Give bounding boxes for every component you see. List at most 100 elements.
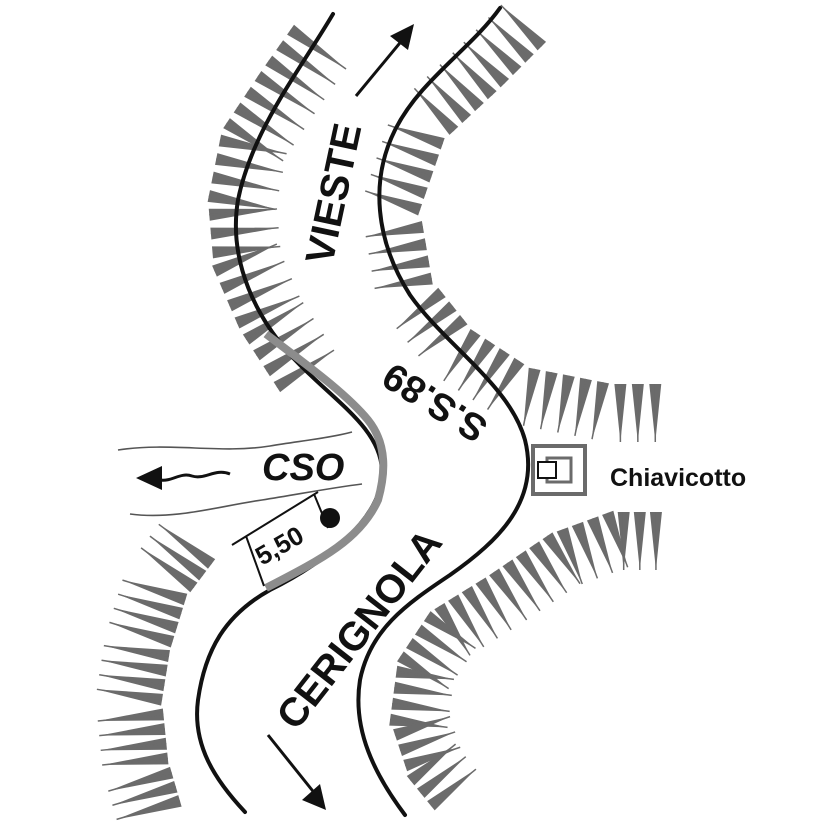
hatch-spike (116, 795, 182, 820)
hatch-line (365, 226, 424, 238)
hatch-line (486, 360, 520, 410)
hatch-line (418, 319, 465, 357)
hatch-line (290, 29, 347, 70)
hatch-line (108, 771, 172, 792)
hatch-spike (210, 227, 279, 240)
hatch-line (394, 686, 452, 697)
hatch-line (376, 157, 432, 178)
hatch-spike (523, 367, 541, 426)
hatch-spike (557, 374, 575, 433)
hatch-line (229, 278, 293, 307)
hatch-line (221, 260, 285, 290)
hatch-line (394, 715, 451, 736)
hatch-line (430, 768, 477, 807)
hatch-spike (574, 377, 592, 436)
hatch-line (99, 674, 165, 686)
embankment-hatch-right-lower (389, 510, 662, 811)
hatch-line (371, 260, 429, 272)
hatch-line (149, 535, 204, 577)
hatch-line (557, 375, 570, 433)
hatch-spike (387, 124, 445, 150)
hatch-spike (376, 157, 434, 183)
hatch-line (122, 579, 186, 601)
hatch-line (112, 786, 177, 806)
hatch-line (210, 227, 279, 235)
hatch-spike (109, 622, 175, 648)
hatch-line (396, 291, 443, 330)
hatch-line (410, 743, 457, 782)
hatch-spike (112, 781, 178, 806)
hatch-line (116, 800, 181, 821)
hatch-line (452, 597, 485, 648)
hatch-spike (602, 510, 628, 568)
hatch-line (279, 44, 336, 86)
hatch-line (268, 59, 325, 101)
hatch-spike (556, 527, 583, 584)
embankment-hatch-left-upper (207, 24, 347, 393)
hatch-spike (99, 723, 166, 736)
hatch-spike (122, 580, 188, 606)
hatch-line (245, 301, 304, 341)
hatch-spike (101, 660, 168, 677)
hatch-line (426, 75, 468, 120)
hatch-line (413, 87, 455, 132)
hatch-spike (118, 594, 183, 620)
hatch-line (392, 702, 450, 713)
hatch-line (533, 544, 568, 594)
hatch-line (364, 190, 421, 211)
hatch-line (561, 529, 583, 585)
hatch-line (247, 91, 305, 131)
hatch-spike (108, 766, 174, 792)
hatch-spike (382, 141, 439, 166)
hatch-line (158, 523, 213, 565)
hatch-spike (592, 381, 609, 440)
hatch-spike (97, 708, 165, 721)
hatch-line (574, 378, 587, 436)
hatch-line (522, 368, 536, 426)
hatch-line (226, 122, 284, 162)
hatch-line (101, 659, 167, 672)
hatch-line (546, 535, 581, 585)
wavy-arrow-left-icon (136, 466, 231, 490)
hatch-spike (540, 371, 558, 430)
hatch-spike (227, 278, 292, 312)
hatch-line (500, 4, 543, 47)
hatch-spike (211, 171, 280, 191)
hatch-line (472, 351, 506, 401)
hatch-line (140, 547, 195, 589)
hatch-line (493, 571, 528, 621)
hatch-spike (365, 221, 424, 237)
hatch-spike (393, 716, 451, 741)
hatch-spike (586, 516, 613, 573)
hatch-line (591, 518, 614, 574)
hatch-line (97, 713, 164, 722)
hatch-spike (393, 681, 452, 696)
road-edge-right (356, 6, 531, 817)
hatch-line (214, 243, 278, 272)
hatch-line (117, 593, 182, 615)
hatch-line (99, 728, 165, 737)
hatch-line (389, 718, 448, 729)
hatch-spike (219, 261, 285, 294)
hatch-line (399, 731, 456, 751)
hatch-line (408, 642, 459, 676)
hatch-line (487, 16, 531, 60)
hatch-line (257, 75, 315, 115)
hatch-line (212, 176, 280, 192)
hatch-line (100, 742, 167, 752)
hatch-line (102, 757, 168, 766)
hatch-line (475, 29, 518, 72)
guardrail (263, 330, 388, 592)
filled-circle-icon (320, 508, 340, 528)
road-label-vieste: VIESTE (298, 120, 371, 268)
hatch-line (506, 562, 541, 612)
hatch-spike (371, 255, 430, 272)
box-culvert-icon (531, 444, 587, 496)
embankment-hatch-right-upper (364, 4, 662, 442)
hatch-line (109, 621, 173, 643)
hatch-spike (113, 608, 179, 634)
hatch-line (591, 382, 604, 440)
hatch-line (420, 756, 467, 794)
hatch-line (96, 688, 163, 701)
